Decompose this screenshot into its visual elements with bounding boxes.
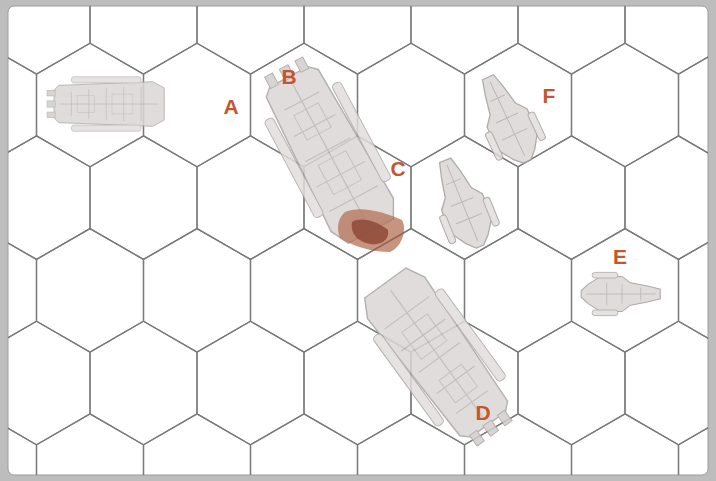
hex-cell [197,321,304,445]
hex-cell [90,6,197,74]
hex-cell [465,229,572,353]
ship-letter: E [613,246,627,267]
ship-d [350,258,529,459]
ship-letter: C [390,158,405,179]
hex-cell [411,6,518,74]
hex-cell [679,414,709,475]
hex-cell [197,6,304,74]
hex-cell [572,229,679,353]
hex-grid [8,6,708,475]
ship-a [47,77,164,132]
hex-cell [625,321,708,445]
hex-cell [90,321,197,445]
hex-cell [304,6,411,74]
ship-letter: F [543,85,556,106]
hex-cell [37,229,144,353]
hex-cell [518,6,625,74]
map-panel [8,6,708,475]
hex-cell [37,414,144,475]
hex-cell [572,414,679,475]
hex-cell [358,414,465,475]
ship-letter: A [223,96,238,117]
hex-cell [8,414,37,475]
hex-cell [679,43,709,167]
hex-cell [572,43,679,167]
hex-cell [251,229,358,353]
hex-cell [251,414,358,475]
ship-letter: B [281,66,296,87]
hex-cell [679,229,709,353]
hex-cell [144,229,251,353]
hex-cell [8,136,90,260]
hex-cell [8,6,90,74]
hex-cell [8,229,37,353]
hex-cell [518,136,625,260]
hex-cell [90,136,197,260]
ship-f [464,66,552,173]
hex-cell [8,321,90,445]
ship-letter: D [475,402,490,423]
ship-b [246,47,409,252]
hex-cell [518,321,625,445]
hex-cell [8,43,37,167]
hex-cell [144,414,251,475]
ship-e [581,272,660,315]
ship-c [420,150,505,256]
hex-cell [625,136,708,260]
